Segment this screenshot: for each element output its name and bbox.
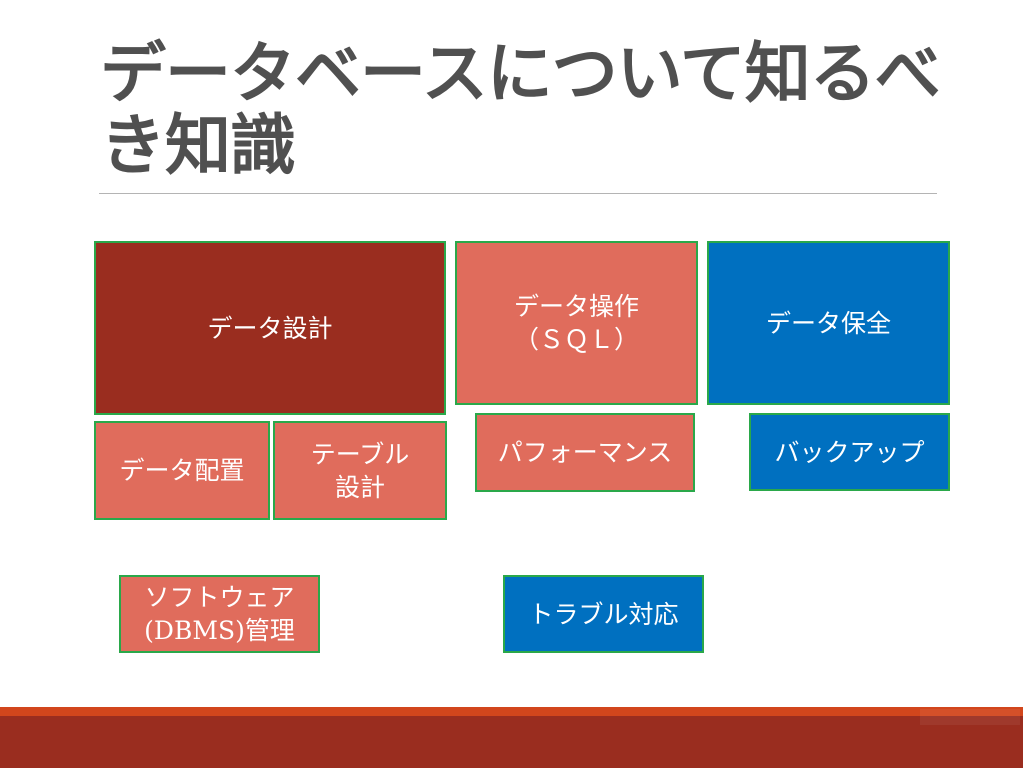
box-trouble-response: トラブル対応	[503, 575, 704, 653]
title-divider	[99, 193, 937, 194]
box-data-operation-sql: データ操作 （ＳＱＬ）	[455, 241, 698, 405]
box-data-placement: データ配置	[94, 421, 270, 520]
box-data-design: データ設計	[94, 241, 446, 415]
footer-watermark	[920, 709, 1020, 725]
footer-band	[0, 716, 1023, 768]
box-table-design: テーブル 設計	[273, 421, 447, 520]
slide-title: データベースについて知るべき知識	[100, 35, 941, 184]
box-performance: パフォーマンス	[475, 413, 695, 492]
box-backup: バックアップ	[749, 413, 950, 491]
footer-accent-stripe	[0, 707, 1023, 716]
box-software-dbms-management: ソフトウェア (DBMS)管理	[119, 575, 320, 653]
box-data-protection: データ保全	[707, 241, 950, 405]
